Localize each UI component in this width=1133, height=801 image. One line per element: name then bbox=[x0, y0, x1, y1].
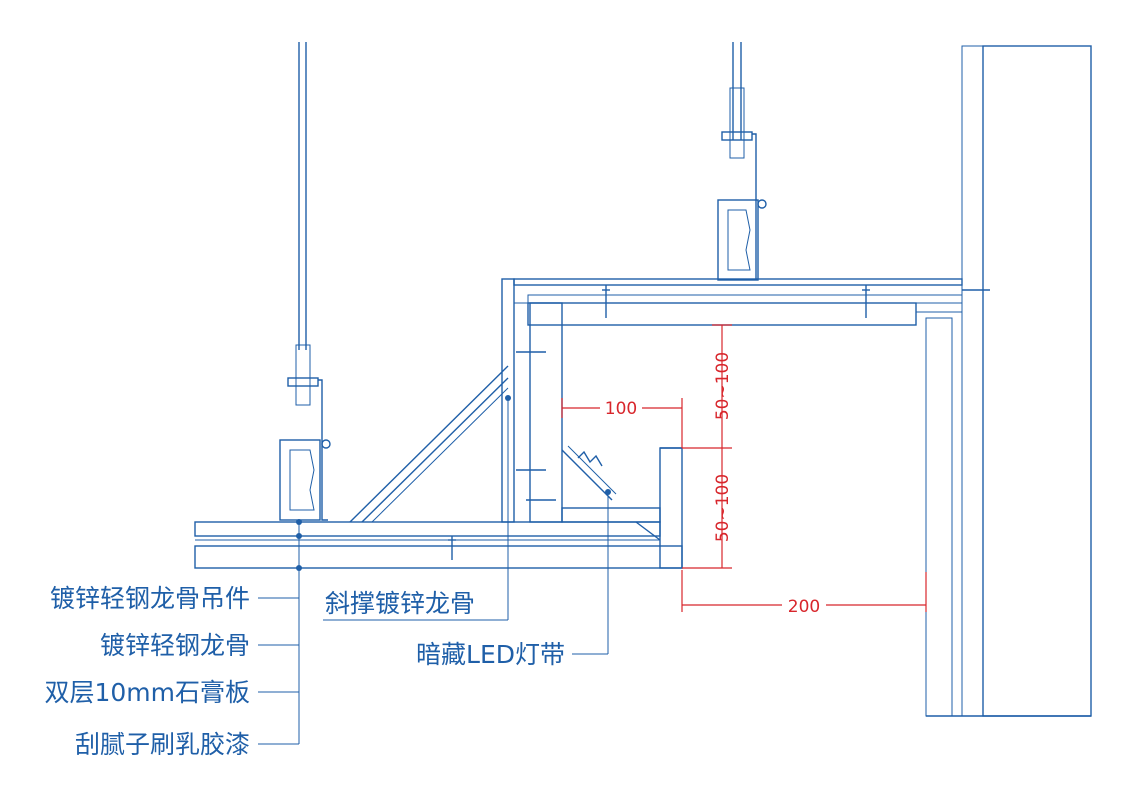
concrete-wall bbox=[925, 45, 1092, 717]
dimension-drop-lower: 50~100 bbox=[682, 448, 733, 569]
leader-led bbox=[572, 489, 611, 655]
leaders-left bbox=[258, 519, 302, 745]
screws bbox=[448, 285, 870, 560]
label-paint: 刮腻子刷乳胶漆 bbox=[75, 730, 250, 759]
dimension-drop-upper: 50~100 bbox=[682, 324, 733, 449]
dim-100-label: 100 bbox=[605, 399, 637, 419]
label-hanger: 镀锌轻钢龙骨吊件 bbox=[50, 584, 250, 613]
light-trough bbox=[561, 447, 683, 569]
dim-drop-upper-label: 50~100 bbox=[713, 352, 733, 420]
drop-panel bbox=[501, 278, 563, 523]
hanger-left bbox=[279, 42, 331, 521]
leader-brace bbox=[323, 395, 511, 621]
label-brace: 斜撑镀锌龙骨 bbox=[325, 589, 475, 618]
label-led: 暗藏LED灯带 bbox=[416, 640, 565, 669]
lower-ceiling bbox=[194, 521, 683, 569]
hanger-right bbox=[717, 42, 767, 281]
dim-drop-lower-label: 50~100 bbox=[713, 474, 733, 542]
dim-200-label: 200 bbox=[788, 597, 820, 617]
diagonal-brace bbox=[349, 365, 509, 523]
label-gypsum: 双层10mm石膏板 bbox=[44, 678, 250, 707]
label-keel: 镀锌轻钢龙骨 bbox=[100, 631, 250, 660]
upper-ceiling bbox=[513, 278, 990, 326]
led-strip bbox=[561, 445, 617, 501]
dimension-offset: 200 bbox=[681, 570, 927, 617]
dimension-width: 100 bbox=[561, 397, 683, 448]
